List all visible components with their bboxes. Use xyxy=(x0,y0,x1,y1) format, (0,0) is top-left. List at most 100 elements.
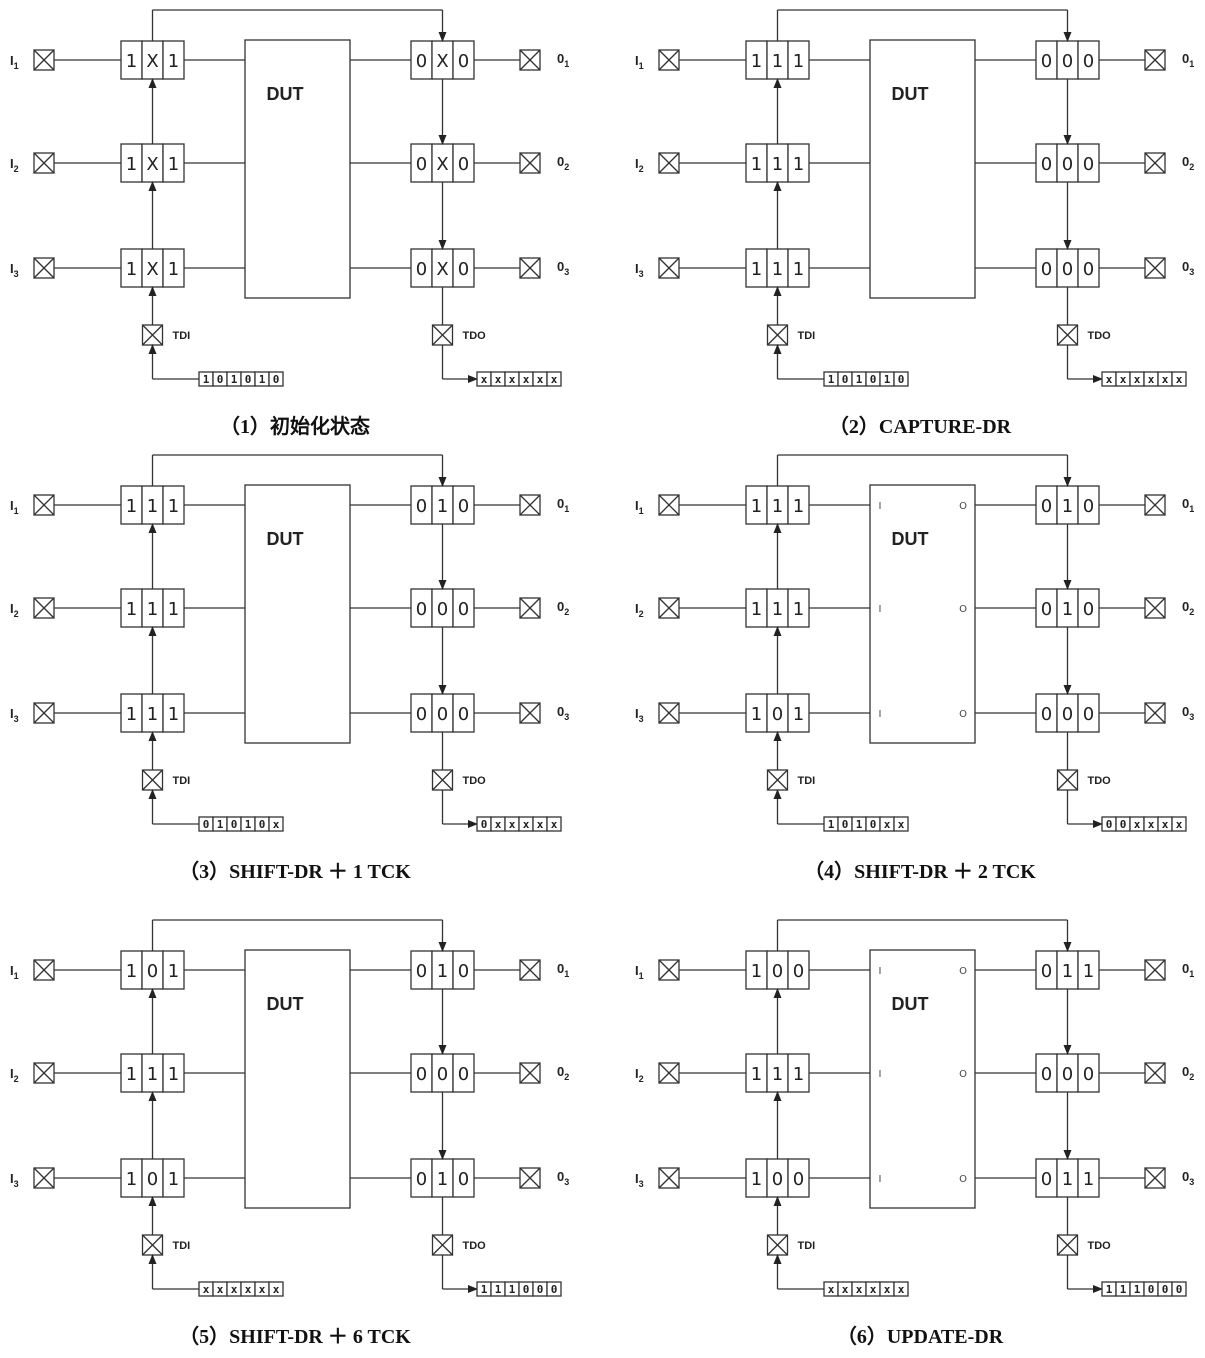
dut-label: DUT xyxy=(267,84,304,104)
input-cell-value: 1 xyxy=(147,496,158,517)
output-cell-value: 0 xyxy=(458,259,469,280)
tdi-pin-cross xyxy=(767,769,788,791)
input-subscript: 3 xyxy=(14,269,19,279)
input-cell-value: 1 xyxy=(772,1064,783,1085)
output-label-1: 01 xyxy=(1182,496,1194,514)
input-cell-value: 1 xyxy=(751,599,762,620)
output-subscript: 2 xyxy=(564,1072,569,1082)
output-cell-value: 0 xyxy=(1041,259,1052,280)
tdo-stream-value: x xyxy=(551,373,558,386)
input-subscript: 1 xyxy=(639,971,644,981)
output-cell-value: 0 xyxy=(1062,259,1073,280)
dut-output-pin-label: O xyxy=(959,709,967,720)
output-pin-2-cross xyxy=(1144,1062,1166,1084)
tdi-stream-value: 0 xyxy=(870,818,877,831)
input-subscript: 1 xyxy=(14,971,19,981)
dut-block xyxy=(244,484,351,744)
output-pin-3-cross xyxy=(1144,257,1166,279)
input-label-3: I3 xyxy=(10,1171,19,1189)
output-cell-value: 0 xyxy=(1041,496,1052,517)
output-subscript: 1 xyxy=(1189,504,1194,514)
tdo-pin-cross xyxy=(1057,1234,1078,1256)
panel-caption: （6）UPDATE-DR xyxy=(837,1325,1004,1348)
input-subscript: 3 xyxy=(14,1179,19,1189)
output-label-1: 01 xyxy=(1182,961,1194,979)
tdi-stream-value: 1 xyxy=(856,373,863,386)
output-subscript: 1 xyxy=(564,59,569,69)
input-label-1: I1 xyxy=(635,53,644,71)
tdo-stream-value: 0 xyxy=(1106,818,1113,831)
output-pin-3-cross xyxy=(519,257,541,279)
dut-input-pin-label: I xyxy=(879,604,882,615)
tdo-stream-value: 0 xyxy=(523,1283,530,1296)
input-cell-value: 1 xyxy=(168,1169,179,1190)
tdi-stream-value: 1 xyxy=(884,373,891,386)
tdo-label: TDO xyxy=(463,330,487,342)
output-cell-value: 0 xyxy=(416,51,427,72)
output-label-1: 01 xyxy=(557,51,569,69)
output-subscript: 3 xyxy=(1189,712,1194,722)
tdo-stream-value: x xyxy=(1148,373,1155,386)
output-subscript: 3 xyxy=(564,1177,569,1187)
dut-label: DUT xyxy=(267,994,304,1014)
input-pin-1-cross xyxy=(33,49,55,71)
dut-input-pin-label: I xyxy=(879,709,882,720)
output-subscript: 3 xyxy=(1189,1177,1194,1187)
input-cell-value: 1 xyxy=(126,1169,137,1190)
input-cell-value: 1 xyxy=(772,259,783,280)
input-label-3: I3 xyxy=(635,1171,644,1189)
tdo-stream-value: x xyxy=(1134,373,1141,386)
input-cell-value: 1 xyxy=(772,51,783,72)
output-cell-value: 0 xyxy=(458,961,469,982)
tdi-stream-value: x xyxy=(884,1283,891,1296)
output-label-3: 03 xyxy=(1182,1169,1194,1187)
tdi-stream-value: x xyxy=(245,1283,252,1296)
input-subscript: 2 xyxy=(14,1074,19,1084)
output-label-2: 02 xyxy=(1182,599,1194,617)
output-subscript: 2 xyxy=(1189,162,1194,172)
output-subscript: 2 xyxy=(1189,1072,1194,1082)
tdi-stream-bit xyxy=(893,816,909,832)
input-cell-value: X xyxy=(146,51,158,72)
tdo-stream-value: 1 xyxy=(1120,1283,1127,1296)
input-cell-value: 1 xyxy=(751,496,762,517)
output-pin-1-cross xyxy=(519,49,541,71)
output-cell-value: X xyxy=(436,259,448,280)
input-pin-2-cross xyxy=(658,597,680,619)
output-label-2: 02 xyxy=(557,599,569,617)
input-pin-1-cross xyxy=(33,959,55,981)
tdo-label: TDO xyxy=(1088,1240,1112,1252)
tdi-stream-value: 0 xyxy=(842,373,849,386)
tdo-stream-value: 1 xyxy=(1106,1283,1113,1296)
tdo-stream-value: x xyxy=(551,818,558,831)
output-cell-value: 0 xyxy=(416,599,427,620)
tdi-label: TDI xyxy=(798,1240,816,1252)
tdo-stream-bit xyxy=(546,816,562,832)
input-cell-value: 1 xyxy=(793,259,804,280)
tdi-stream-bit xyxy=(268,816,284,832)
input-cell-value: 1 xyxy=(751,961,762,982)
output-cell-value: 0 xyxy=(1041,961,1052,982)
input-cell-value: 1 xyxy=(126,961,137,982)
dut-output-pin-label: O xyxy=(959,604,967,615)
output-cell-value: 0 xyxy=(437,599,448,620)
output-pin-2-cross xyxy=(1144,152,1166,174)
tdi-stream-value: x xyxy=(259,1283,266,1296)
tdi-pin-cross xyxy=(767,324,788,346)
output-subscript: 3 xyxy=(564,712,569,722)
input-cell-value: 1 xyxy=(168,154,179,175)
dut-block xyxy=(869,39,976,299)
input-cell-value: 1 xyxy=(168,51,179,72)
tdo-stream-value: 0 xyxy=(1176,1283,1183,1296)
output-pin-3-cross xyxy=(519,1167,541,1189)
tdo-stream-value: x xyxy=(1148,818,1155,831)
tdi-stream-value: 1 xyxy=(856,818,863,831)
tdi-stream-bit xyxy=(893,1281,909,1297)
tdi-stream-value: x xyxy=(898,1283,905,1296)
tdo-label: TDO xyxy=(1088,775,1112,787)
output-cell-value: 0 xyxy=(1041,599,1052,620)
input-cell-value: 1 xyxy=(772,599,783,620)
input-label-2: I2 xyxy=(635,156,644,174)
output-cell-value: 0 xyxy=(1062,1064,1073,1085)
